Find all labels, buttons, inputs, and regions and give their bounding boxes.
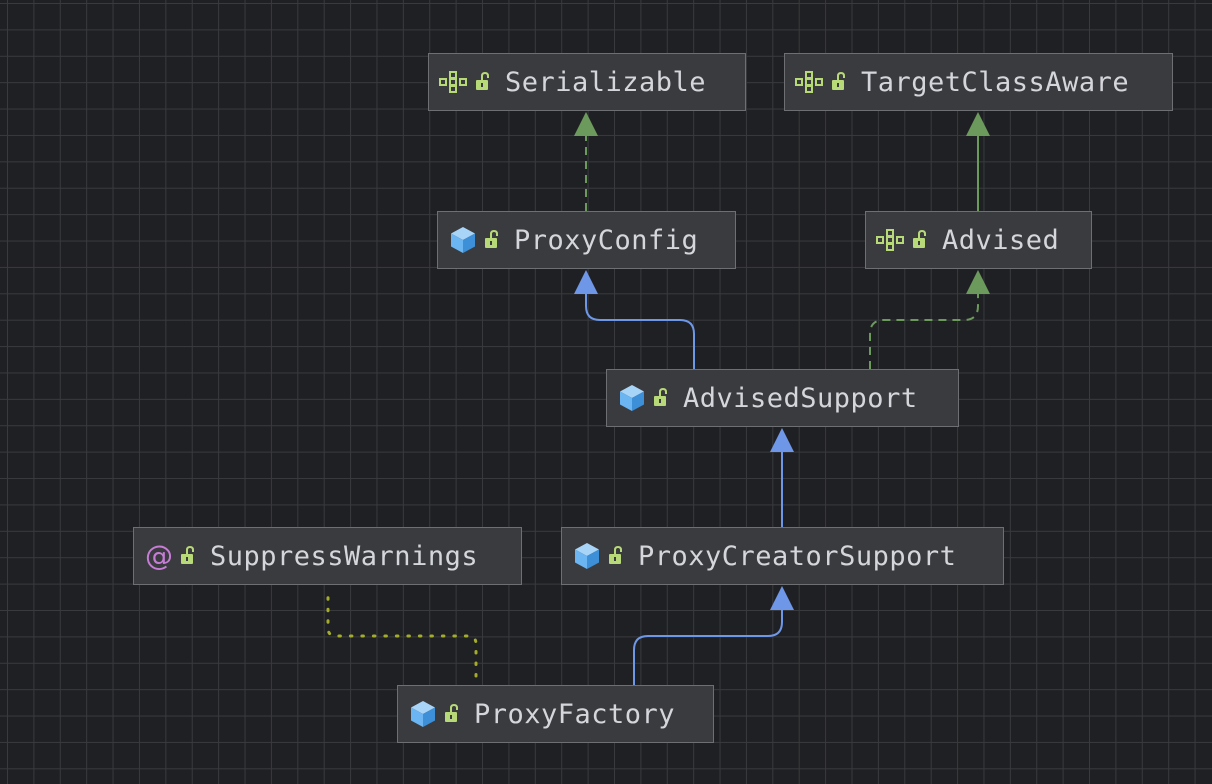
class-icon (572, 541, 602, 571)
node-suppresswarnings[interactable]: @ SuppressWarnings (133, 527, 522, 585)
lock-icon (444, 703, 460, 725)
node-advised[interactable]: Advised (865, 211, 1092, 269)
node-proxyfactory[interactable]: ProxyFactory (397, 685, 714, 743)
edge-proxyconfig-serializable (574, 112, 598, 211)
node-proxycreatorsupport[interactable]: ProxyCreatorSupport (561, 527, 1004, 585)
node-label: SuppressWarnings (210, 540, 479, 572)
edge-proxyfactory-proxycreatorsupport (633, 586, 794, 685)
edge-advisedsupport-advised (869, 270, 990, 369)
lock-icon (831, 71, 847, 93)
lock-icon (484, 229, 500, 251)
node-label: ProxyCreatorSupport (638, 540, 957, 572)
node-label: AdvisedSupport (683, 382, 918, 414)
class-icon (617, 383, 647, 413)
interface-icon (439, 67, 469, 97)
class-icon (408, 699, 438, 729)
edge-advisedsupport-proxyconfig (574, 270, 695, 369)
edge-proxycreatorsupport-advisedsupport (770, 428, 794, 527)
lock-icon (180, 545, 196, 567)
node-label: Serializable (505, 66, 707, 98)
interface-icon (876, 225, 906, 255)
node-targetclassaware[interactable]: TargetClassAware (784, 53, 1173, 111)
node-proxyconfig[interactable]: ProxyConfig (437, 211, 736, 269)
node-advisedsupport[interactable]: AdvisedSupport (606, 369, 959, 427)
node-serializable[interactable]: Serializable (428, 53, 746, 111)
annotation-icon: @ (145, 539, 173, 572)
node-label: Advised (942, 224, 1060, 256)
edge-advised-targetclassaware (966, 112, 990, 211)
node-label: TargetClassAware (861, 66, 1130, 98)
node-label: ProxyFactory (474, 698, 676, 730)
interface-icon (795, 67, 825, 97)
lock-icon (653, 387, 669, 409)
class-icon (448, 225, 478, 255)
lock-icon (475, 71, 491, 93)
lock-icon (608, 545, 624, 567)
node-label: ProxyConfig (514, 224, 699, 256)
edge-proxyfactory-suppresswarnings (326, 590, 478, 678)
lock-icon (912, 229, 928, 251)
